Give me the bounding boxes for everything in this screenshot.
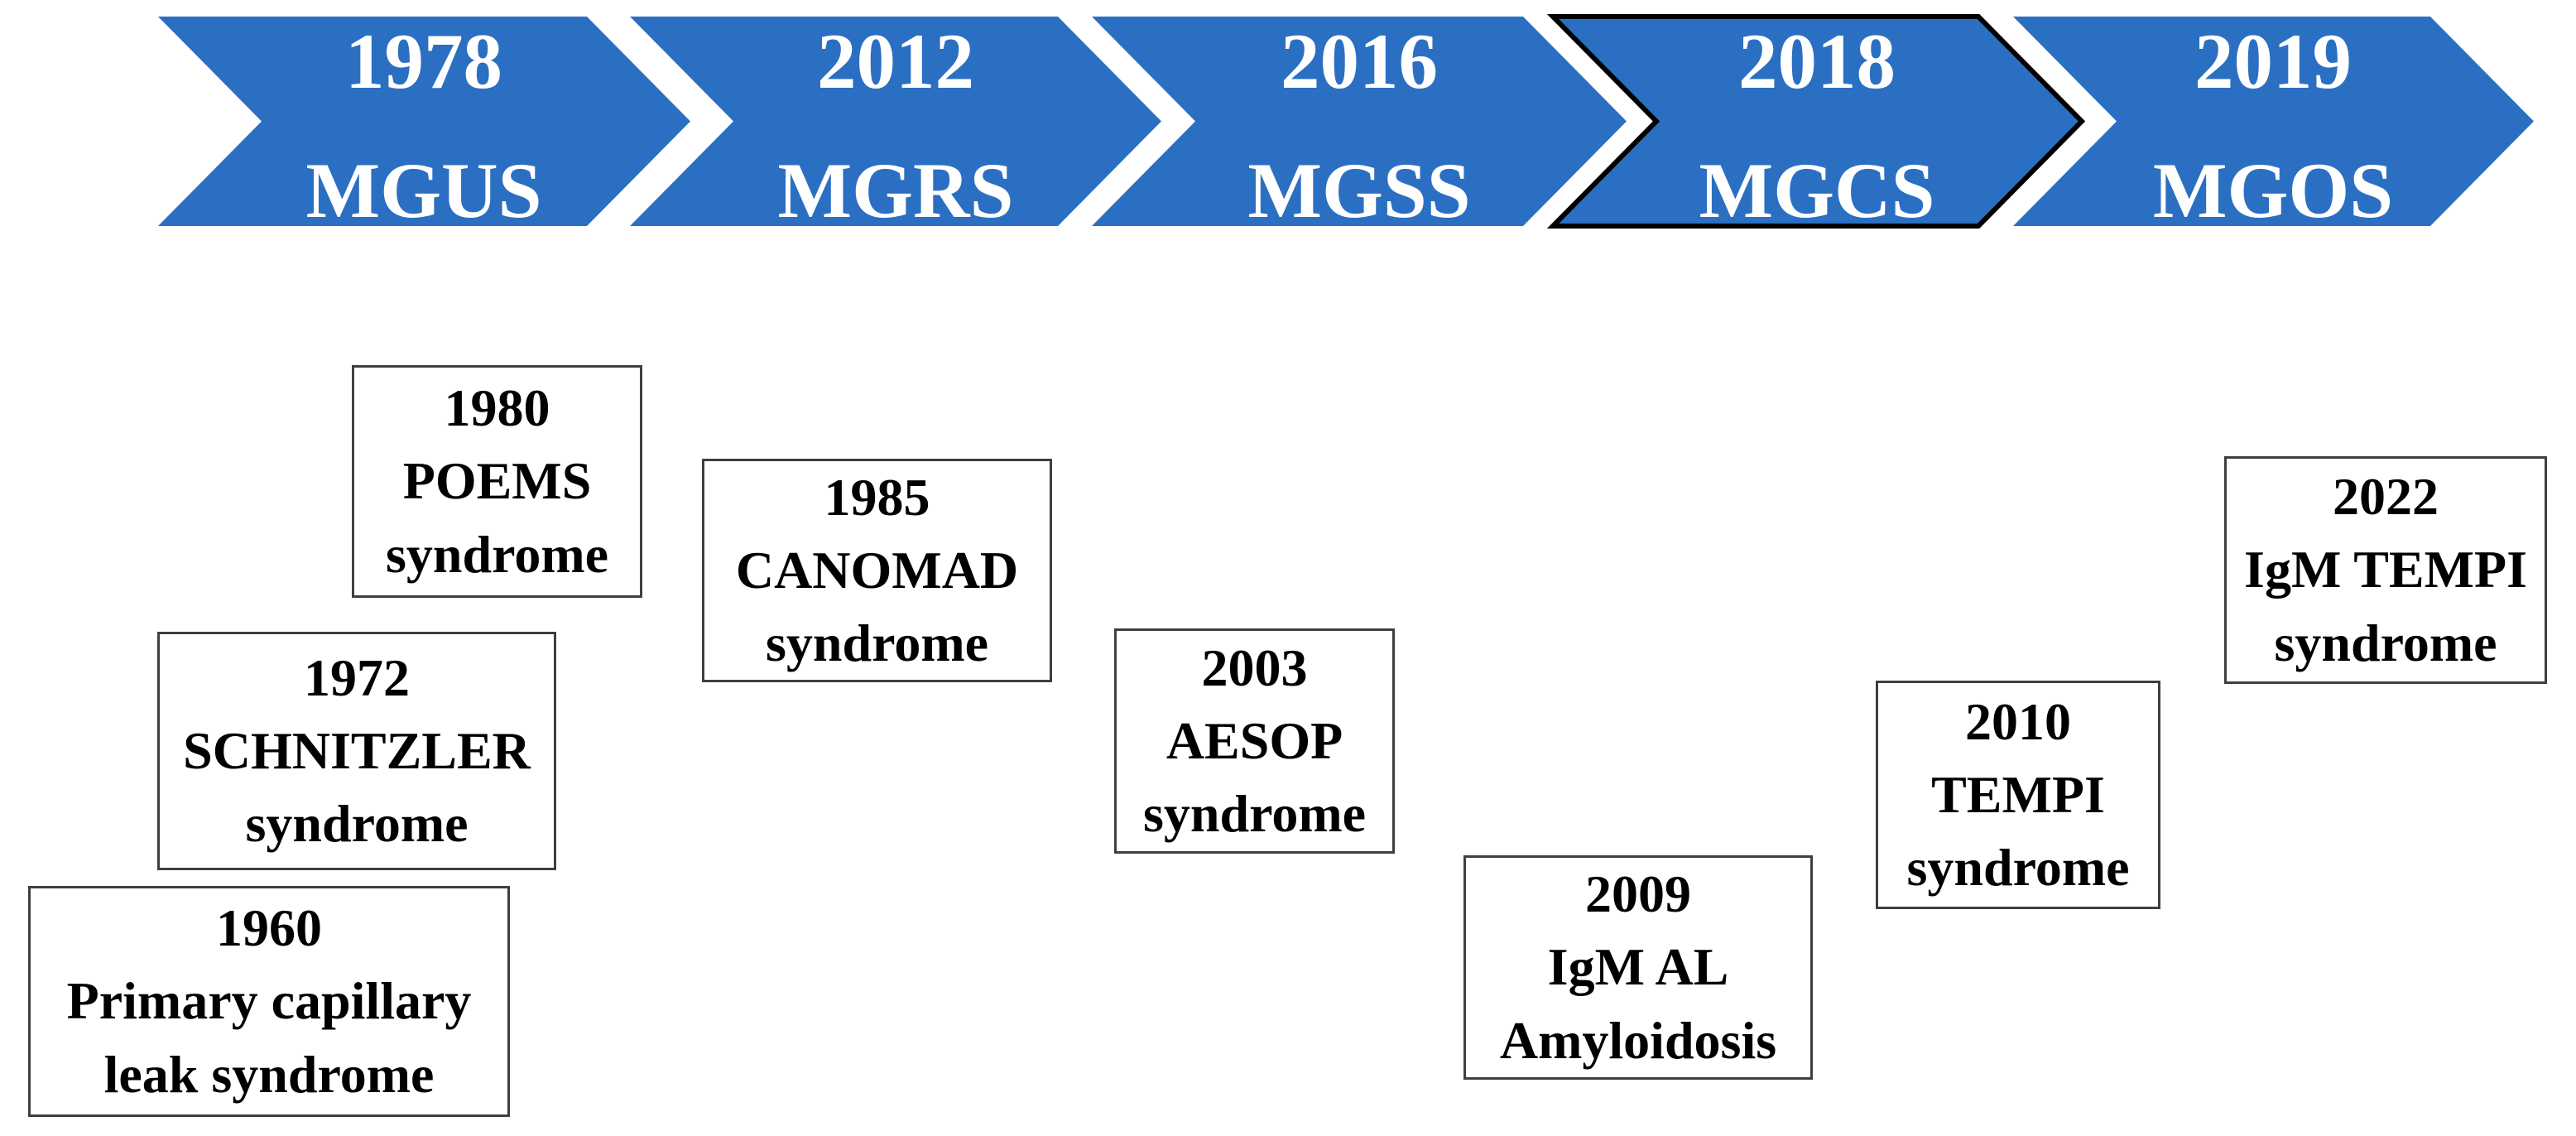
- box-line1: POEMS: [402, 451, 592, 511]
- chevron-label: MGOS: [2153, 147, 2393, 234]
- box-year: 1985: [824, 467, 930, 527]
- box-year: 1960: [216, 898, 322, 958]
- box-line2: syndrome: [765, 614, 989, 673]
- box-year: 1980: [444, 378, 550, 438]
- box-line2: syndrome: [1142, 784, 1367, 844]
- chevron-year: 2018: [1738, 17, 1896, 105]
- box-line1: SCHNITZLER: [183, 720, 531, 780]
- syndrome-box-2003-aesop: 2003 AESOP syndrome: [1114, 628, 1395, 854]
- chevron-arrow-shape: [2013, 17, 2534, 226]
- chevron-2012: 2012 MGRS: [630, 17, 1161, 234]
- box-year: 2010: [1965, 691, 2071, 751]
- box-line2: syndrome: [245, 794, 469, 854]
- chevron-2019: 2019 MGOS: [2013, 17, 2534, 234]
- chevron-label: MGUS: [306, 147, 542, 234]
- chevron-year: 1978: [345, 17, 502, 105]
- chevron-arrow-shape: [1092, 17, 1627, 226]
- chevron-2018-highlighted: 2018 MGCS: [1546, 14, 2086, 234]
- box-year: 1972: [304, 647, 410, 707]
- chevron-band: 1978 MGUS 2012 MGRS 2016 MGSS 2018 MGCS …: [158, 14, 2534, 234]
- chevron-label: MGRS: [778, 147, 1014, 234]
- box-line1: TEMPI: [1931, 764, 2105, 824]
- box-line2: leak syndrome: [103, 1044, 435, 1104]
- syndrome-box-2022-igm-tempi: 2022 IgM TEMPI syndrome: [2224, 456, 2547, 684]
- box-line2: syndrome: [2274, 613, 2497, 672]
- chevron-label: MGSS: [1247, 147, 1470, 234]
- box-line1: AESOP: [1165, 710, 1343, 770]
- box-line2: Amyloidosis: [1499, 1010, 1777, 1070]
- syndrome-box-1972-schnitzler: 1972 SCHNITZLER syndrome: [157, 632, 556, 870]
- box-line1: IgM AL: [1547, 937, 1729, 997]
- chevron-arrow-shape: [158, 17, 690, 226]
- chevron-2016: 2016 MGSS: [1092, 17, 1627, 234]
- box-year: 2003: [1201, 638, 1308, 697]
- box-line2: syndrome: [385, 524, 609, 584]
- chevron-year: 2019: [2194, 17, 2352, 105]
- box-line1: IgM TEMPI: [2244, 540, 2527, 599]
- chevron-1978: 1978 MGUS: [158, 17, 690, 234]
- syndrome-box-1980-poems: 1980 POEMS syndrome: [352, 365, 642, 598]
- box-line1: Primary capillary: [66, 971, 472, 1031]
- chevron-arrow-shape-outlined: [1546, 14, 2086, 229]
- syndrome-box-1985-canomad: 1985 CANOMAD syndrome: [702, 459, 1052, 682]
- box-year: 2022: [2333, 467, 2439, 527]
- chevron-arrow-shape: [630, 17, 1161, 226]
- chevron-year: 2012: [817, 17, 974, 105]
- box-line1: CANOMAD: [735, 540, 1019, 599]
- chevron-label: MGCS: [1699, 147, 1935, 234]
- chevron-year: 2016: [1281, 17, 1438, 105]
- syndrome-box-2009-igm-al-amyloidosis: 2009 IgM AL Amyloidosis: [1463, 855, 1813, 1080]
- box-line2: syndrome: [1906, 838, 2130, 898]
- syndrome-box-1960-capillary-leak: 1960 Primary capillary leak syndrome: [28, 886, 510, 1117]
- syndrome-box-2010-tempi: 2010 TEMPI syndrome: [1876, 681, 2160, 909]
- box-year: 2009: [1585, 864, 1691, 924]
